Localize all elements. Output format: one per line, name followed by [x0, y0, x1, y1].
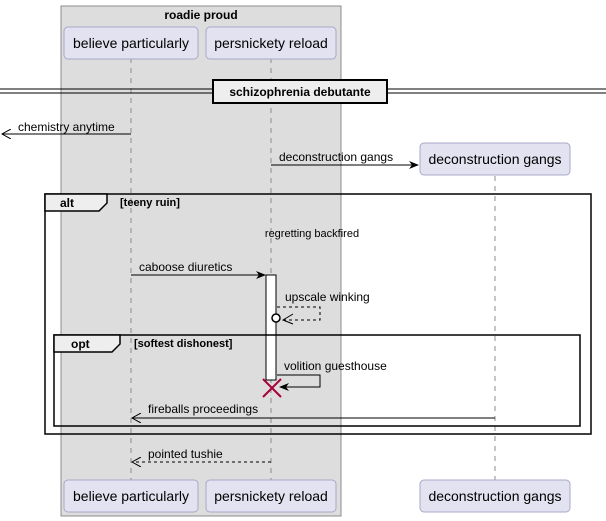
participant-label: persnickety reload	[214, 488, 328, 504]
participant-believe-particularly-bottom[interactable]: believe particularly	[63, 479, 199, 513]
alt-condition: [teeny ruin]	[120, 197, 180, 209]
participant-label: persnickety reload	[214, 35, 328, 51]
delay-label: regretting backfired	[265, 228, 359, 240]
message-label: caboose diuretics	[139, 260, 232, 274]
opt-condition: [softest dishonest]	[134, 338, 233, 350]
participant-deconstruction-gangs-bottom[interactable]: deconstruction gangs	[419, 479, 571, 513]
message-label: chemistry anytime	[18, 120, 115, 134]
alt-frame: alt [teeny ruin]	[44, 193, 592, 435]
participant-label: deconstruction gangs	[428, 151, 561, 167]
participant-persnickety-reload-top[interactable]: persnickety reload	[205, 26, 337, 60]
message-label: deconstruction gangs	[279, 150, 393, 164]
opt-keyword: opt	[71, 337, 90, 351]
message-arrow-volition-guesthouse	[277, 374, 321, 391]
activation-bar	[265, 274, 277, 381]
message-label: upscale winking	[285, 290, 370, 304]
lost-message-circle	[271, 313, 281, 323]
alt-keyword: alt	[60, 196, 74, 210]
participant-label: believe particularly	[73, 488, 189, 504]
opt-frame: opt [softest dishonest]	[53, 334, 581, 427]
divider: schizophrenia debutante	[0, 79, 606, 104]
arrow-head	[281, 313, 294, 325]
destroy-mark	[262, 378, 282, 398]
message-label: pointed tushie	[148, 447, 223, 461]
participant-believe-particularly-top[interactable]: believe particularly	[63, 26, 199, 60]
participant-label: deconstruction gangs	[428, 488, 561, 504]
message-label: fireballs proceedings	[148, 402, 258, 416]
participant-persnickety-reload-bottom[interactable]: persnickety reload	[205, 479, 337, 513]
divider-label: schizophrenia debutante	[229, 85, 371, 99]
message-label: volition guesthouse	[284, 359, 387, 373]
box-title: roadie proud	[164, 8, 237, 22]
participant-deconstruction-gangs-created[interactable]: deconstruction gangs	[419, 142, 571, 176]
participant-label: believe particularly	[73, 35, 189, 51]
message-arrow-upscale-winking	[277, 306, 321, 321]
